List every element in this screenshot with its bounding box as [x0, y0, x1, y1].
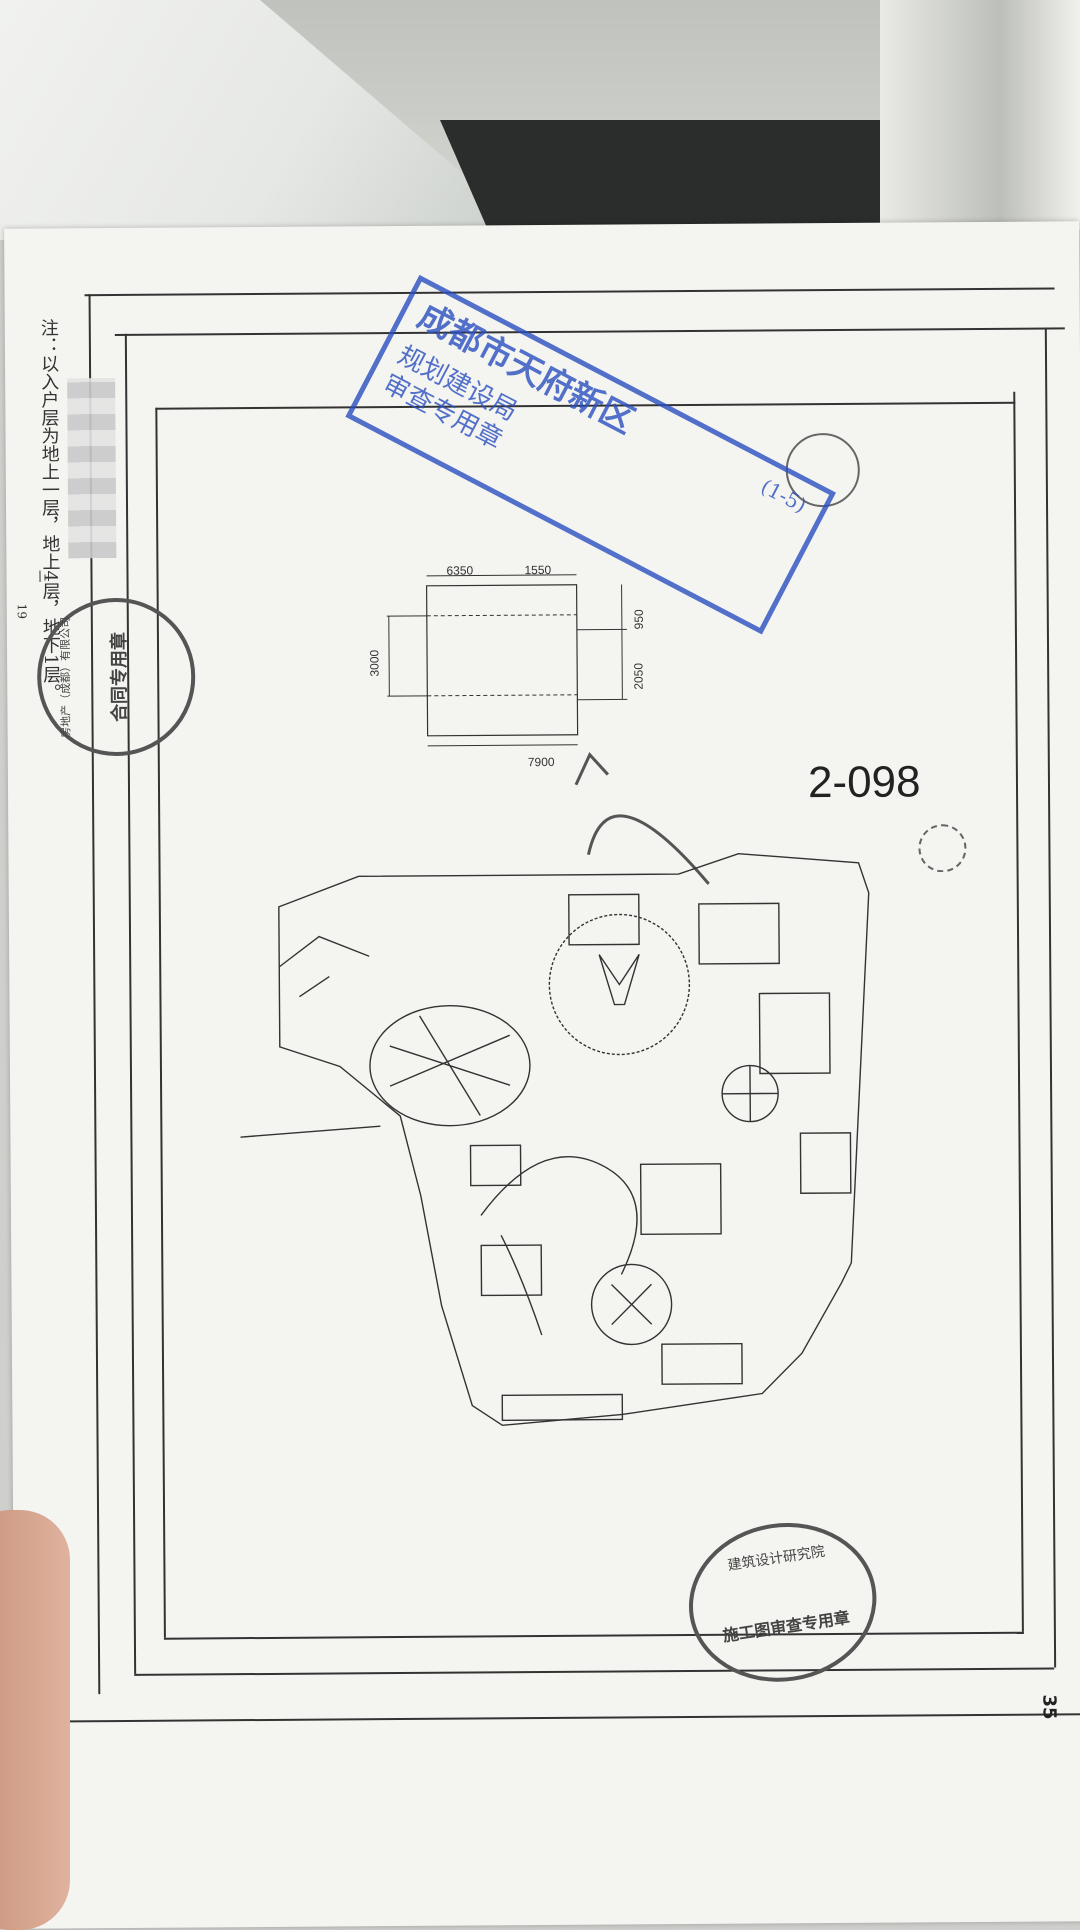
unit-dimension-sketch	[366, 554, 657, 756]
frame-inner-bottom	[164, 1632, 1024, 1640]
dim-right-upper: 950	[632, 609, 646, 629]
dark-frame	[440, 120, 920, 230]
thumb	[0, 1510, 70, 1930]
frame-right	[1045, 327, 1056, 1667]
redacted-block	[67, 378, 116, 558]
frame-top-inner	[115, 327, 1065, 336]
frame-bottom	[134, 1667, 1054, 1675]
side-page-number: 19	[15, 604, 29, 619]
metal-rail	[880, 0, 1080, 230]
dim-top-right: 1550	[524, 563, 551, 577]
contract-seal: 房地产（成都）有限公司 合同专用章	[37, 597, 196, 756]
unit-code: 2-098	[808, 757, 921, 808]
dim-left: 3000	[367, 650, 381, 677]
dim-bottom: 7900	[528, 755, 555, 769]
dim-right-lower: 2050	[631, 663, 645, 690]
frame-left-inner	[155, 408, 166, 1638]
frame-bottom-outer	[34, 1713, 1080, 1722]
design-seal: 建筑设计研究院 施工图审查专用章	[678, 1510, 887, 1694]
frame-right-inner	[1013, 392, 1024, 1632]
frame-left-mid	[125, 334, 136, 1674]
frame-top-outer	[85, 287, 1055, 296]
page-number: 35	[1038, 1694, 1059, 1719]
document-page: 注：以入户层为地上一层，地上4层，地下1层。 19 6350 1550 3000…	[4, 221, 1080, 1928]
dim-top-left: 6350	[446, 564, 473, 578]
site-floor-plan	[238, 833, 902, 1478]
dashed-circle	[918, 824, 966, 872]
